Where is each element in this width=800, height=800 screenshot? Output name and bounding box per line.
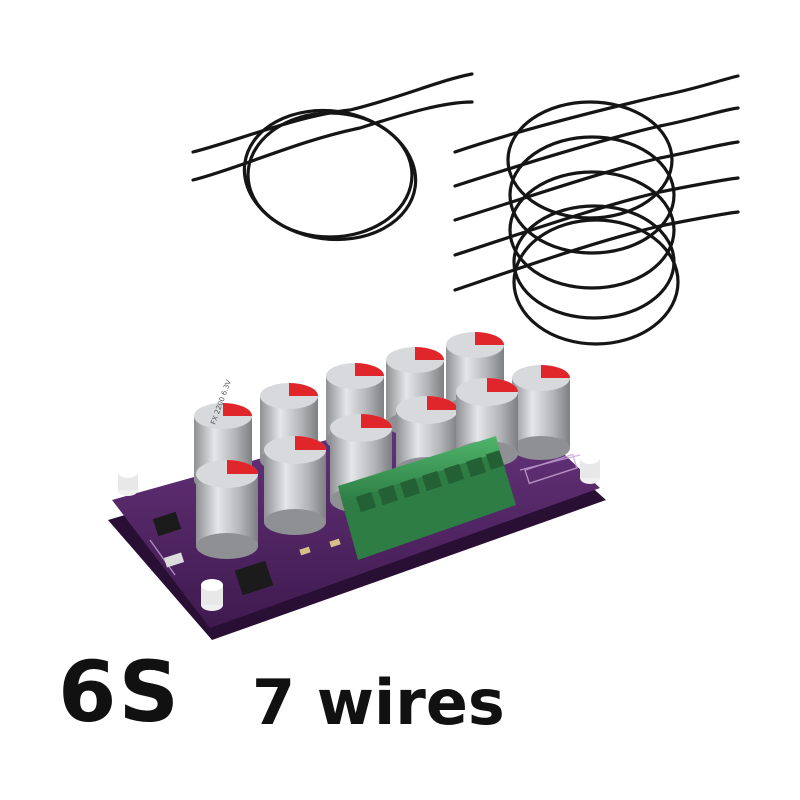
ic-chip — [234, 560, 274, 596]
smd-part — [329, 538, 341, 548]
standoff — [118, 466, 138, 496]
wire-coil — [453, 74, 740, 220]
wire-bundle-left — [191, 72, 474, 242]
cell-config-label: 6S — [58, 643, 181, 741]
capacitor — [512, 365, 570, 460]
wire-coil — [453, 140, 740, 290]
switch — [163, 552, 185, 568]
smd-part — [299, 546, 311, 556]
capacitor — [456, 378, 518, 467]
wire-coil — [453, 210, 740, 346]
wire-coil — [191, 72, 474, 239]
wire-coil — [453, 106, 740, 255]
wire-count-label: 7 wires — [252, 666, 505, 739]
standoff — [580, 452, 600, 484]
wire-bundle-right — [453, 74, 740, 346]
pcb-silkscreen — [149, 453, 581, 576]
standoff — [201, 579, 223, 611]
balancer-board: FX 2200 6.3V — [108, 332, 606, 640]
wire-coil — [453, 176, 740, 320]
ic-chip — [152, 511, 182, 537]
capacitor — [264, 436, 326, 535]
capacitor — [196, 460, 258, 559]
wire-coil — [191, 100, 474, 242]
terminal-block — [338, 436, 516, 560]
